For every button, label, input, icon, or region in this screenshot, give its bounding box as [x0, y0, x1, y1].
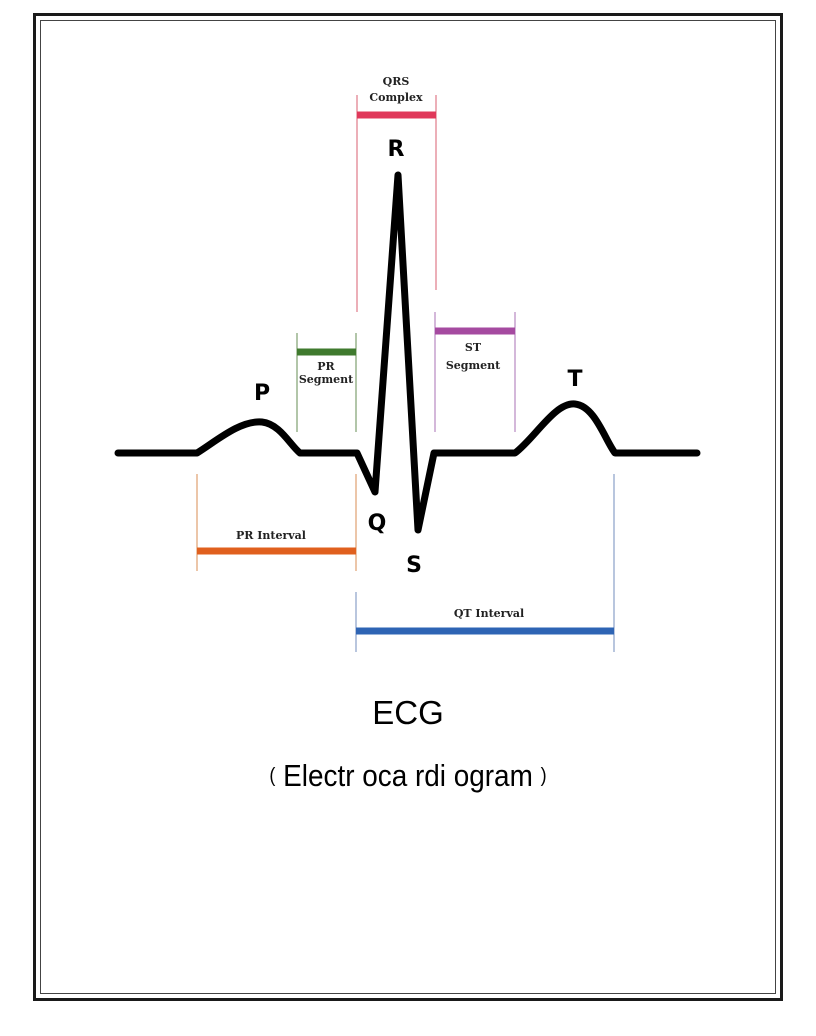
subtitle-text: Electr oca rdi ogram	[283, 758, 533, 793]
qrs-complex-label-line2: Complex	[369, 91, 423, 104]
st-segment-label-line2: Segment	[446, 359, 501, 372]
qrs-complex-label-line1: QRS	[383, 75, 410, 88]
s-wave-label: S	[406, 553, 422, 578]
subtitle-close-paren: )	[540, 765, 547, 787]
p-wave-label: P	[254, 381, 270, 406]
page-frame	[33, 13, 783, 1001]
marker-lines	[196, 95, 615, 652]
caption-title: ECG	[372, 694, 444, 731]
st-segment-label-line1: ST	[465, 341, 482, 354]
caption-subtitle: ( Electr oca rdi ogram )	[41, 758, 775, 794]
pr-segment-label-line2: Segment	[299, 373, 354, 386]
q-wave-label: Q	[368, 511, 387, 536]
page-frame-inner	[40, 20, 776, 994]
ecg-diagram: QRS Complex PR Segment ST Segment PR Int…	[114, 75, 701, 652]
pr-segment-label-line1: PR	[317, 360, 335, 373]
r-wave-label: R	[388, 137, 405, 162]
subtitle-open-paren: (	[269, 765, 276, 787]
qt-interval-label: QT Interval	[454, 607, 524, 620]
pr-interval-label: PR Interval	[236, 529, 306, 542]
ecg-trace	[114, 171, 701, 534]
t-wave-label: T	[567, 367, 582, 392]
